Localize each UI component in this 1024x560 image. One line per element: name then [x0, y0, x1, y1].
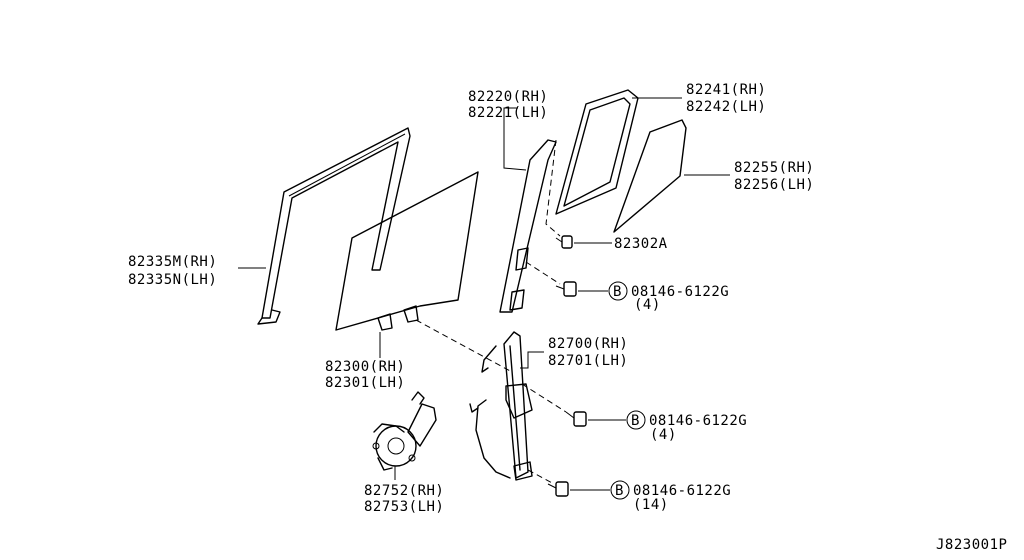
label-bolt-regulator-code: 08146-6122G [649, 413, 747, 429]
glass-run-channel [257, 127, 411, 325]
bolt-mark-circle [610, 480, 630, 500]
label-bolt-regulator-qty: (4) [650, 427, 677, 443]
leader-sash [503, 107, 527, 171]
dash-bolt-sash [525, 261, 561, 285]
label-motor-rh: 82752(RH) [364, 483, 444, 499]
label-run-channel-lh: 82335N(LH) [128, 272, 217, 288]
sash [499, 139, 557, 313]
label-bolt-lower-qty: (14) [633, 497, 669, 513]
bolt-regulator-mark: B [631, 413, 640, 429]
bolt-lower-mark: B [615, 483, 624, 499]
label-fixed-glass-lh: 82256(LH) [734, 177, 814, 193]
label-screw: 82302A [614, 236, 668, 252]
bolt-sash-mark: B [613, 284, 622, 300]
label-bolt-sash-qty: (4) [634, 297, 661, 313]
label-door-glass-lh: 82301(LH) [325, 375, 405, 391]
label-bolt-lower-code: 08146-6122G [633, 483, 731, 499]
bolt-mark-circle [608, 281, 628, 301]
label-door-glass-rh: 82300(RH) [325, 359, 405, 375]
dash-bolt-regulator [521, 383, 567, 413]
partition-seal [555, 89, 639, 215]
bolt-icon [555, 281, 577, 297]
label-sash-rh: 82220(RH) [468, 89, 548, 105]
label-bolt-sash-code: 08146-6122G [631, 284, 729, 300]
label-motor-lh: 82753(LH) [364, 499, 444, 515]
screw-icon [555, 235, 573, 249]
label-sash-lh: 82221(LH) [468, 105, 548, 121]
window-regulator [469, 331, 533, 481]
label-partition-seal-lh: 82242(LH) [686, 99, 766, 115]
leader-regulator [520, 351, 544, 369]
bolt-mark-circle [626, 410, 646, 430]
door-glass [335, 171, 479, 331]
figure-id: J823001P [936, 537, 1007, 553]
regulator-motor [372, 391, 437, 471]
dash-glass-to-regulator [415, 319, 513, 373]
bolt-icon [547, 481, 569, 497]
label-run-channel-rh: 82335M(RH) [128, 254, 217, 270]
dash-bolt-lower [527, 469, 555, 485]
label-partition-seal-rh: 82241(RH) [686, 82, 766, 98]
label-regulator-lh: 82701(LH) [548, 353, 628, 369]
bolt-icon [565, 411, 587, 427]
label-fixed-glass-rh: 82255(RH) [734, 160, 814, 176]
label-regulator-rh: 82700(RH) [548, 336, 628, 352]
fixed-glass [613, 119, 687, 233]
dash-screw [545, 139, 561, 237]
